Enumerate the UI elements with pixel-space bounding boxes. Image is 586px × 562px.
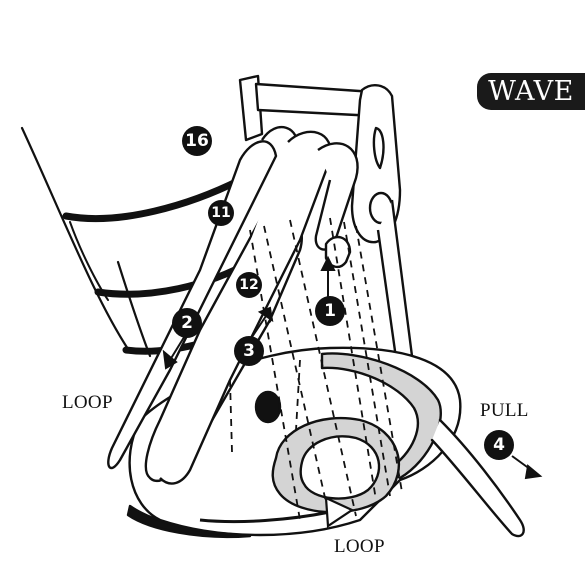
wave-badge-text: WAVE — [488, 76, 574, 107]
step-11-marker: 11 — [208, 200, 234, 226]
direction-arrows — [162, 255, 543, 528]
step-4-marker: 4 — [484, 430, 514, 460]
loop-left-label: LOOP — [62, 392, 113, 413]
pull-label: PULL — [480, 400, 529, 421]
strap-loops — [107, 126, 359, 485]
step-1-marker: 1 — [315, 296, 345, 326]
step-12-marker: 12 — [236, 272, 262, 298]
leg-outline — [20, 126, 152, 358]
step-16-marker: 16 — [182, 126, 212, 156]
hidden-strap-paths — [229, 217, 403, 521]
loop-bottom-label: LOOP — [334, 536, 385, 557]
wave-badge — [477, 73, 585, 110]
pull-strap — [430, 418, 525, 538]
step-3-marker: 3 — [234, 336, 264, 366]
step-2-marker: 2 — [172, 308, 202, 338]
